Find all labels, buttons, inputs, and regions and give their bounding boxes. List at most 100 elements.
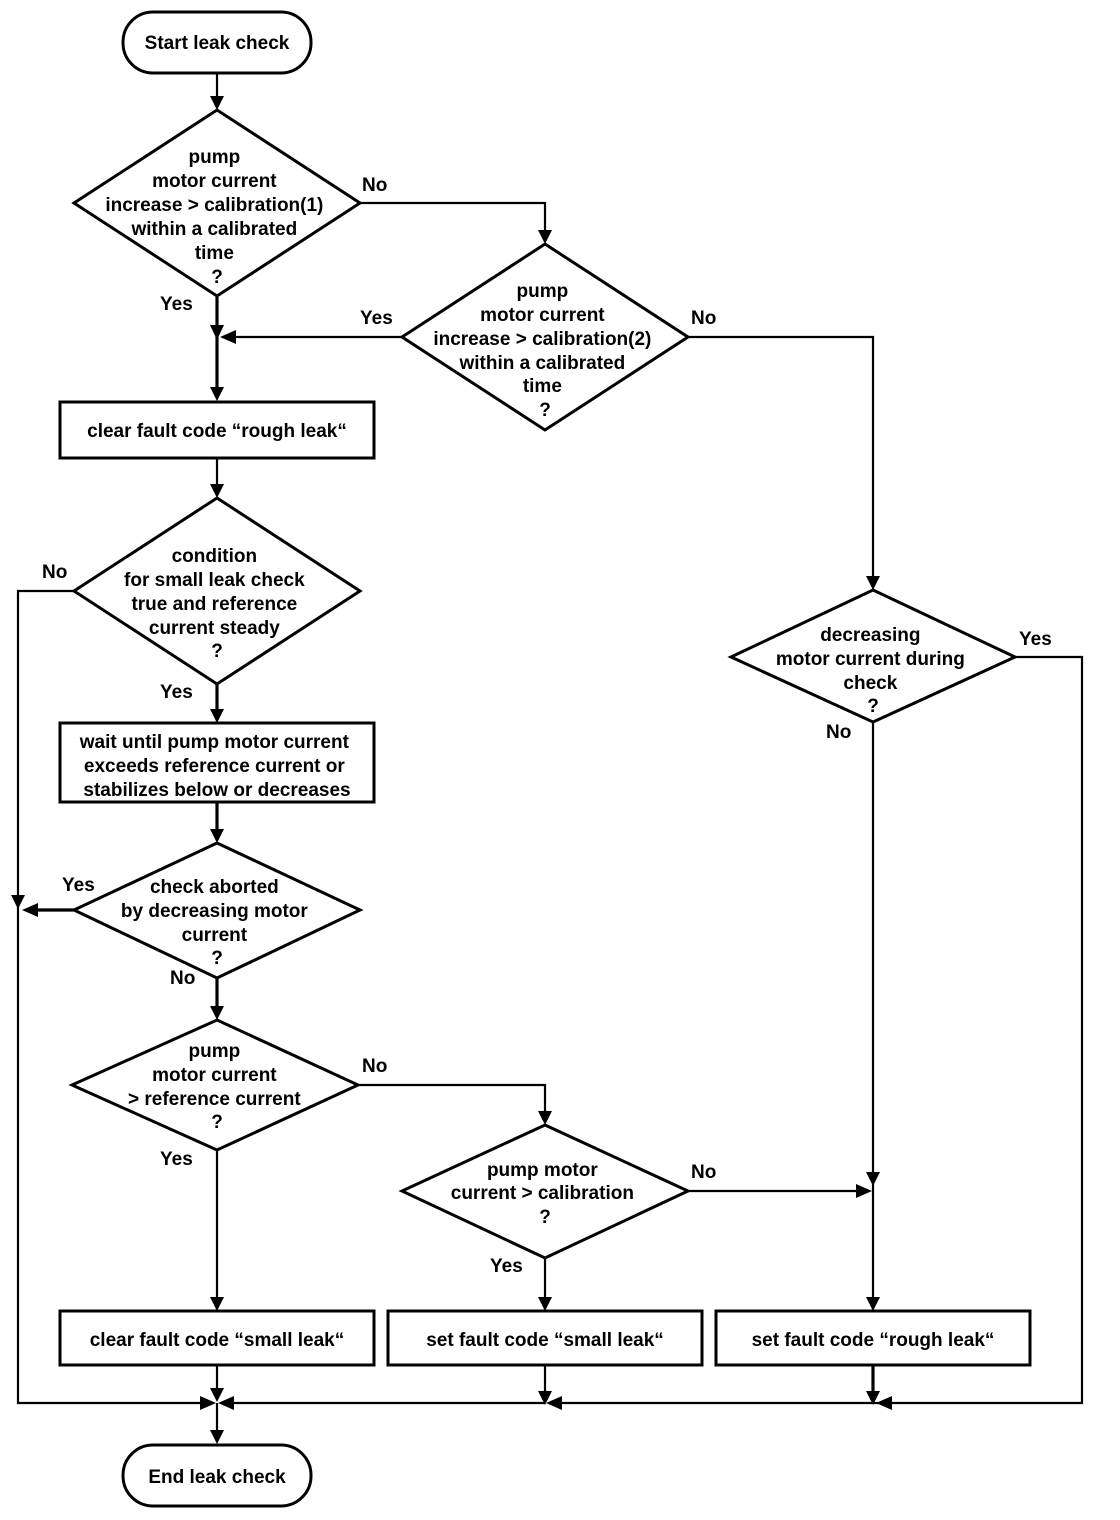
arrow-to-d1 <box>210 96 224 110</box>
d5-label: check aborted by decreasing motor curren… <box>121 877 313 969</box>
d2-line-3: increase > calibration(2) <box>433 329 651 350</box>
arrow-to-setsmall <box>538 1297 552 1311</box>
arrow-left-down <box>11 895 25 909</box>
d2-line-5: time <box>523 376 562 397</box>
d1-line-4: within a calibrated <box>130 219 297 240</box>
arrow-to-clearsmall <box>210 1297 224 1311</box>
d2-line-4: within a calibrated <box>458 353 625 374</box>
d3-yes-label: Yes <box>160 682 193 703</box>
d7-line-1: pump motor <box>487 1160 598 1181</box>
d1-label: pump motor current increase > calibratio… <box>105 147 328 288</box>
d4-line-2: motor current during <box>776 649 965 670</box>
arrow-to-end <box>210 1430 224 1444</box>
decision-d7 <box>398 1123 692 1260</box>
arrow-to-d7 <box>538 1111 552 1125</box>
d4-label: decreasing motor current during check ? <box>776 625 970 717</box>
edge-d3-no <box>16 589 202 1405</box>
set-small-label: set fault code “small leak“ <box>426 1330 664 1351</box>
d1-line-5: time <box>195 243 234 264</box>
arrow-d2yes-merge <box>220 330 236 344</box>
start-label: Start leak check <box>145 33 290 54</box>
decision-d5 <box>70 841 364 980</box>
d5-line-4: ? <box>211 948 223 969</box>
arrow-to-d5 <box>210 829 224 843</box>
d1-yes-label: Yes <box>160 294 193 315</box>
decision-d1 <box>71 108 363 298</box>
d5-line-2: by decreasing motor <box>121 901 308 922</box>
d3-line-4: current steady <box>149 618 280 639</box>
d6-label: pump motor current > reference current ? <box>128 1041 306 1133</box>
process-set-small <box>386 1309 704 1367</box>
arrow-d1yes-down <box>210 325 224 340</box>
edge-d6-no <box>358 1083 547 1113</box>
end-terminal <box>121 1443 313 1508</box>
edge-d4-yes <box>890 655 1084 1405</box>
start-terminal <box>121 10 313 75</box>
arrow-d5yes-left <box>22 903 38 917</box>
set-rough-label: set fault code “rough leak“ <box>752 1330 995 1351</box>
d3-line-5: ? <box>211 641 223 662</box>
d2-line-1: pump <box>517 281 569 302</box>
arrow-to-setrough <box>866 1297 880 1311</box>
d3-line-1: condition <box>172 546 257 567</box>
clear-small-label: clear fault code “small leak“ <box>90 1330 345 1351</box>
clear-rough-label: clear fault code “rough leak“ <box>87 421 347 442</box>
d6-line-4: ? <box>211 1112 223 1133</box>
d3-line-2: for small leak check <box>124 570 305 591</box>
wait-line-2: exceeds reference current or <box>84 756 345 777</box>
process-clear-rough <box>58 400 376 460</box>
wait-label: wait until pump motor current exceeds re… <box>79 732 354 801</box>
arrowheads <box>11 96 892 1444</box>
d7-line-2: current > calibration <box>451 1183 634 1204</box>
arrow-d4yes-merge <box>876 1396 892 1410</box>
process-set-rough <box>714 1309 1032 1367</box>
d4-line-3: check <box>843 673 897 694</box>
d6-line-1: pump <box>189 1041 241 1062</box>
d1-line-6: ? <box>211 267 223 288</box>
arrow-right-merge-a <box>546 1396 562 1410</box>
d2-no-label: No <box>691 308 716 329</box>
d5-line-3: current <box>182 925 248 946</box>
d2-line-2: motor current <box>480 305 605 326</box>
connectors <box>16 74 1084 1432</box>
d5-no-label: No <box>170 968 195 989</box>
d3-label: condition for small leak check true and … <box>124 546 310 662</box>
d7-line-3: ? <box>539 1207 551 1228</box>
d4-line-4: ? <box>867 696 879 717</box>
decision-d3 <box>71 496 363 686</box>
d4-line-1: decreasing <box>820 625 920 646</box>
wait-line-1: wait until pump motor current <box>79 732 350 753</box>
d5-yes-label: Yes <box>62 875 95 896</box>
wait-line-3: stabilizes below or decreases <box>83 780 350 801</box>
arrow-to-d2 <box>538 230 552 244</box>
arrow-setrough-merge <box>866 1391 880 1405</box>
d5-line-1: check aborted <box>150 877 279 898</box>
decision-d6 <box>68 1018 362 1152</box>
d7-yes-label: Yes <box>490 1256 523 1277</box>
d2-label: pump motor current increase > calibratio… <box>433 281 656 421</box>
arrow-clearsmall-merge <box>210 1388 224 1402</box>
d3-line-3: true and reference <box>131 594 297 615</box>
d6-yes-label: Yes <box>160 1149 193 1170</box>
d2-line-6: ? <box>539 400 551 421</box>
d1-line-3: increase > calibration(1) <box>105 195 323 216</box>
arrow-to-d3 <box>210 484 224 498</box>
edge-d2-no <box>688 335 875 578</box>
d6-line-2: motor current <box>152 1065 277 1086</box>
arrow-to-d6 <box>210 1006 224 1020</box>
edge-d1-no <box>360 201 547 232</box>
end-label: End leak check <box>148 1467 286 1488</box>
d7-no-label: No <box>691 1162 716 1183</box>
d3-no-label: No <box>42 562 67 583</box>
edge-labels: No Yes Yes No No Yes Yes No Yes No No Ye… <box>42 175 1052 1277</box>
d7-label: pump motor current > calibration ? <box>451 1160 639 1228</box>
d6-no-label: No <box>362 1056 387 1077</box>
d6-line-3: > reference current <box>128 1089 301 1110</box>
decision-d2 <box>399 242 691 432</box>
d1-line-2: motor current <box>152 171 277 192</box>
d4-no-label: No <box>826 722 851 743</box>
arrow-d7no-right <box>856 1184 872 1198</box>
shapes <box>58 10 1032 1508</box>
arrow-middle-merge <box>218 1396 234 1410</box>
